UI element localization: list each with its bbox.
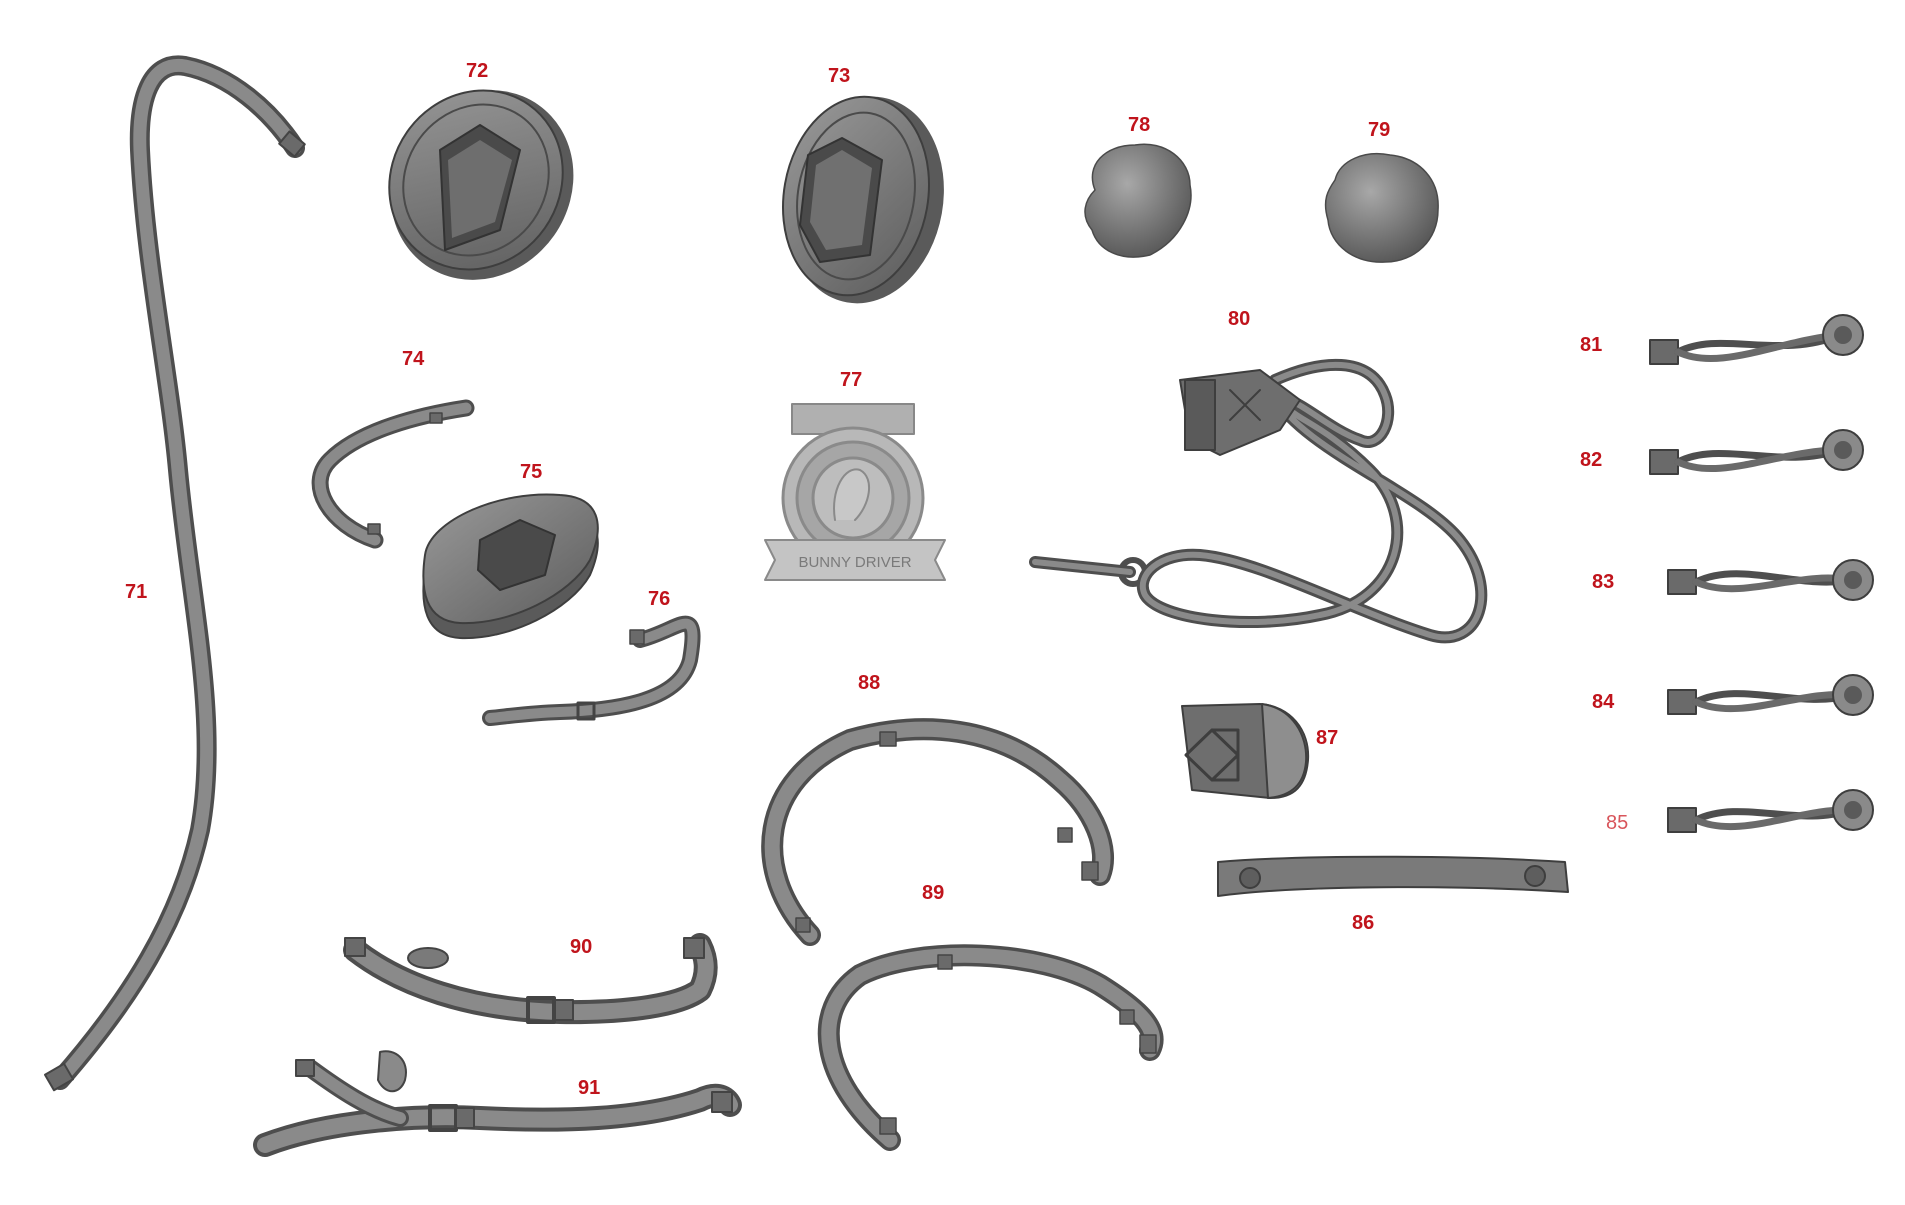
label-90: 90 [570, 936, 593, 958]
label-88: 88 [858, 672, 881, 694]
medal-text: BUNNY DRIVER [798, 554, 911, 571]
label-76: 76 [648, 588, 671, 610]
part-89-arc [817, 944, 1164, 1151]
part-90-belt [343, 933, 718, 1025]
part-79-blob [1324, 153, 1439, 263]
part-87-tag [1181, 703, 1310, 799]
label-80: 80 [1228, 308, 1251, 330]
label-81: 81 [1580, 334, 1603, 356]
label-84: 84 [1592, 691, 1615, 713]
part-74-strap [311, 399, 475, 549]
part-78-blob [1084, 143, 1192, 258]
part-83-snap-strap [1667, 559, 1874, 601]
part-73-ring [781, 95, 944, 304]
part-86-bar-strap [1217, 855, 1569, 897]
part-81-snap-strap [1649, 314, 1864, 365]
label-89: 89 [922, 882, 945, 904]
label-78: 78 [1128, 114, 1151, 136]
part-77-medal [764, 403, 946, 581]
part-80-lanyard [1029, 358, 1488, 644]
label-87: 87 [1316, 727, 1339, 749]
label-85: 85 [1606, 812, 1629, 834]
part-71-long-strap [43, 55, 306, 1092]
label-75: 75 [520, 461, 543, 483]
part-84-snap-strap [1667, 674, 1874, 716]
part-85-snap-strap [1667, 789, 1874, 833]
label-83: 83 [1592, 571, 1615, 593]
label-72: 72 [466, 60, 489, 82]
part-75-ring [422, 493, 599, 640]
part-88-arc [761, 718, 1114, 946]
part-82-snap-strap [1649, 429, 1864, 475]
label-74: 74 [402, 348, 425, 370]
part-72-ring [388, 89, 574, 280]
label-82: 82 [1580, 449, 1603, 471]
label-86: 86 [1352, 912, 1375, 934]
part-91-belt [253, 1050, 742, 1157]
label-73: 73 [828, 65, 851, 87]
label-71: 71 [125, 581, 148, 603]
label-79: 79 [1368, 119, 1391, 141]
label-77: 77 [840, 369, 863, 391]
label-91: 91 [578, 1077, 601, 1099]
part-76-strap [482, 615, 701, 726]
